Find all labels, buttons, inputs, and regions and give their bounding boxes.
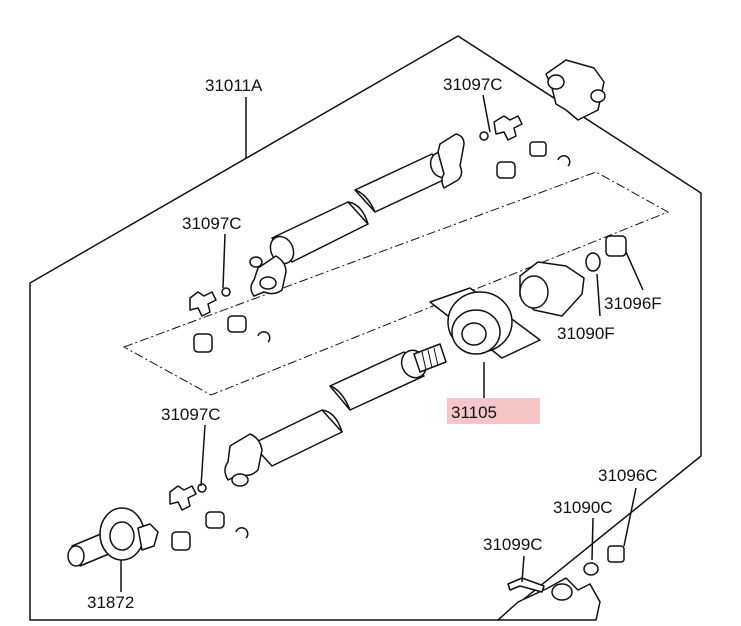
label-31090f[interactable]: 31090F: [557, 324, 615, 343]
upper-shaft: [249, 133, 465, 297]
front-yoke: [67, 507, 159, 567]
center-bearing: [429, 287, 541, 359]
leader-lines: [120, 94, 644, 592]
label-31872[interactable]: 31872: [87, 593, 134, 612]
rear-flange: [497, 545, 625, 621]
label-31090c[interactable]: 31090C: [553, 498, 613, 517]
label-31097c-low[interactable]: 31097C: [161, 405, 221, 424]
label-31097c-mid[interactable]: 31097C: [182, 214, 242, 233]
ujoint-set-low: [169, 483, 249, 551]
label-31097c-top[interactable]: 31097C: [443, 75, 503, 94]
flange-yoke: [519, 235, 627, 317]
ujoint-set-mid: [189, 287, 271, 353]
label-31105[interactable]: 31105: [451, 403, 497, 422]
label-31011a[interactable]: 31011A: [205, 76, 263, 95]
part-highlight: [447, 398, 540, 424]
ujoint-set-top: [479, 59, 606, 179]
subgroup-frame: [122, 171, 670, 396]
label-31096c[interactable]: 31096C: [598, 466, 658, 485]
label-31099c[interactable]: 31099C: [483, 535, 543, 554]
label-31096f[interactable]: 31096F: [604, 294, 662, 313]
assembly-frame: [29, 35, 702, 621]
lower-shaft: [224, 343, 447, 487]
